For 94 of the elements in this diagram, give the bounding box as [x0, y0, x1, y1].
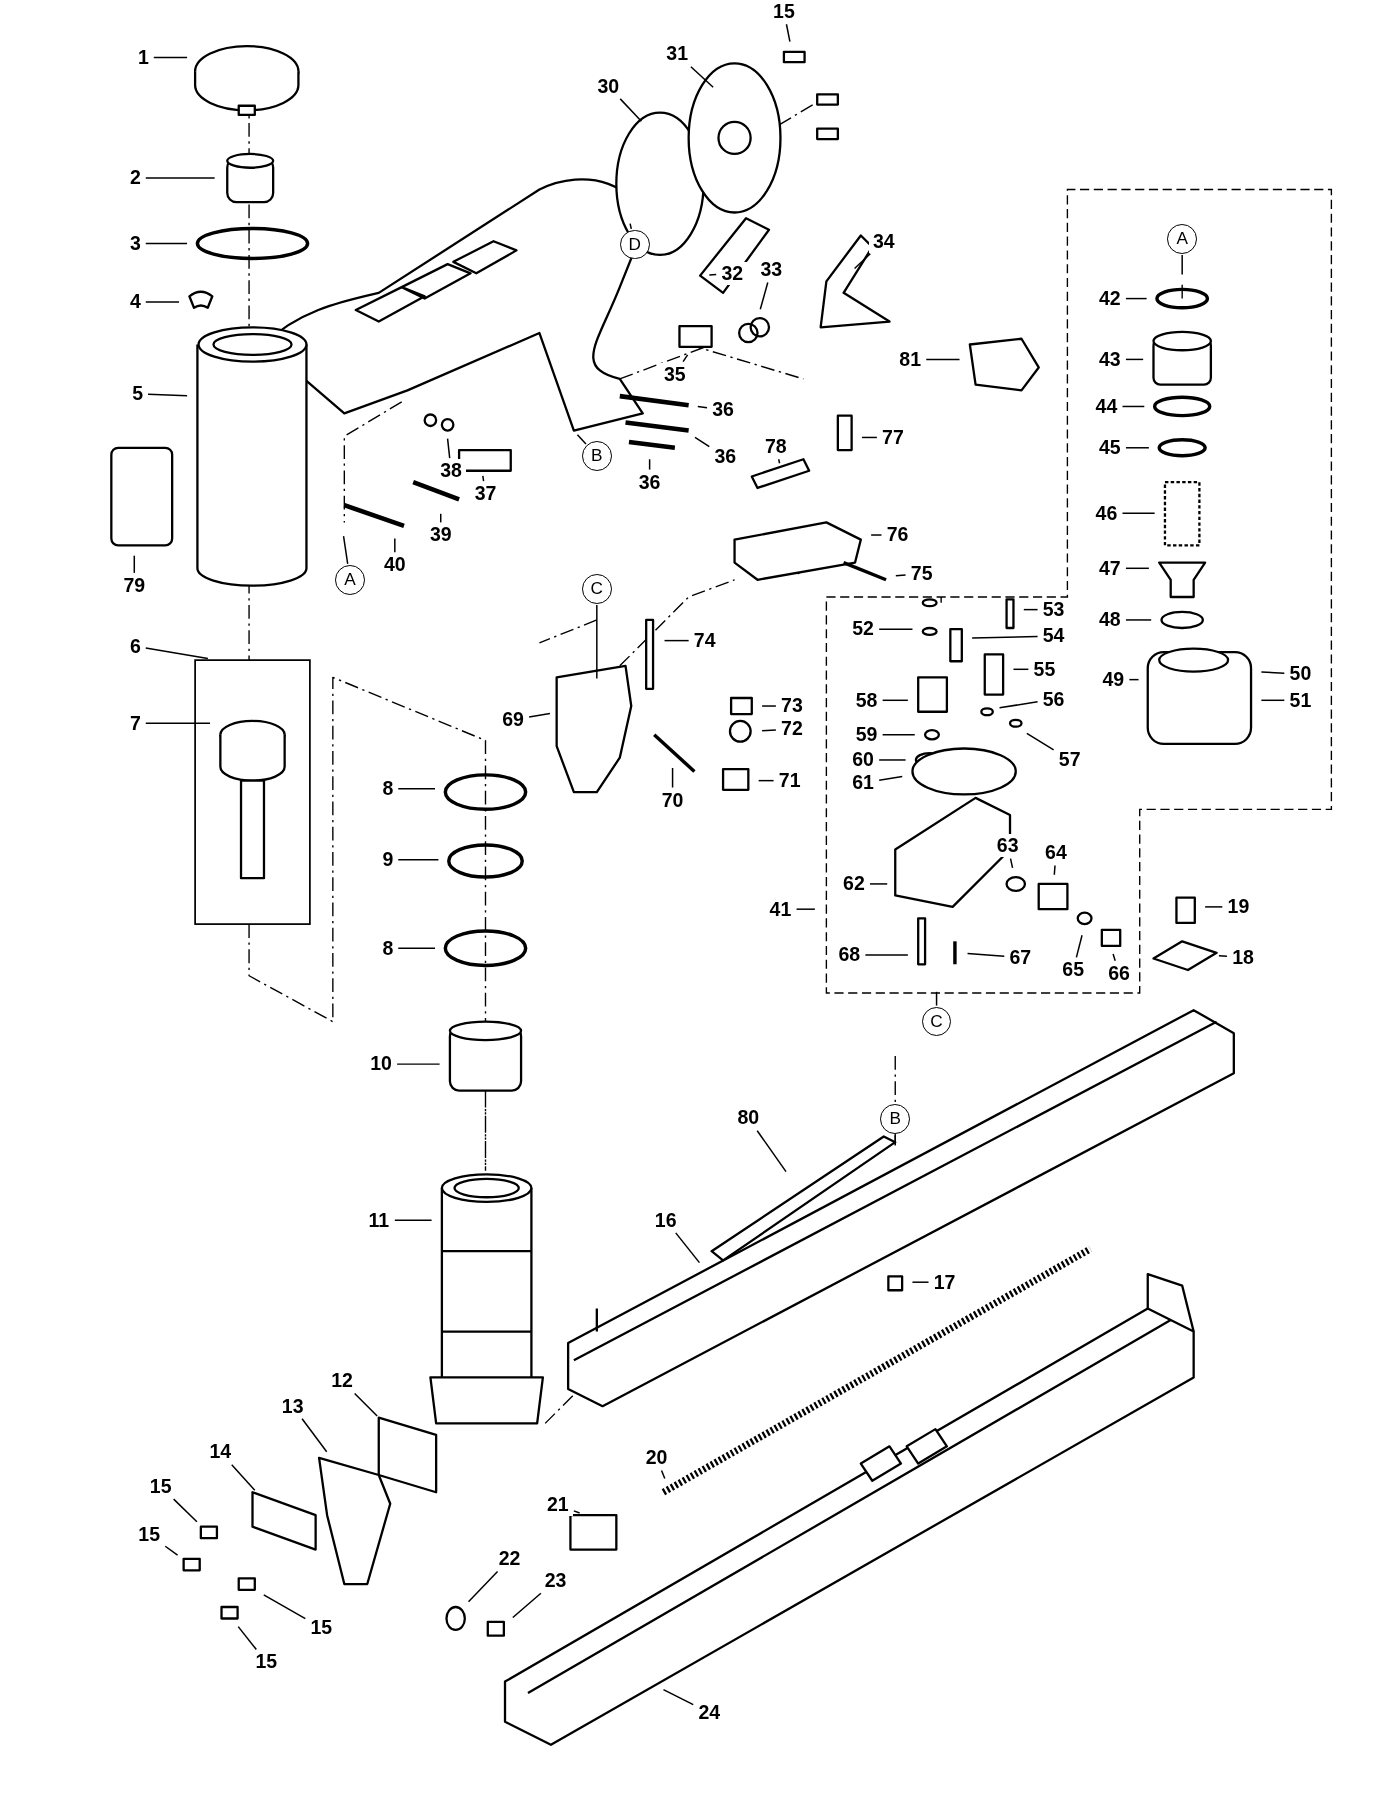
leader-line: [648, 458, 651, 471]
leader-line: [1121, 512, 1156, 514]
leader-line: [1125, 619, 1152, 621]
leader-line: [1012, 668, 1030, 671]
leader-line: [145, 647, 209, 660]
leader-line: [935, 991, 938, 1007]
reference-letter: C: [581, 573, 612, 604]
leader-line: [512, 1592, 542, 1619]
leader-line: [396, 1063, 441, 1065]
reference-letter: B: [880, 1104, 911, 1134]
leader-line: [971, 635, 1039, 639]
leader-line: [528, 712, 551, 718]
leader-line: [894, 1134, 896, 1146]
leader-line: [164, 1545, 179, 1556]
leader-line: [145, 722, 211, 724]
leader-line: [1112, 953, 1116, 962]
leader-line: [596, 604, 598, 680]
leader-line: [394, 537, 396, 553]
leader-line: [795, 908, 816, 910]
leader-line: [697, 405, 708, 409]
leader-line: [662, 1688, 694, 1706]
leader-line: [467, 1570, 499, 1603]
leader-line: [619, 98, 643, 122]
leader-line: [1009, 857, 1014, 869]
leader-line: [870, 534, 883, 536]
reference-letter: C: [921, 1006, 952, 1037]
leader-line: [864, 954, 909, 956]
leader-line: [342, 535, 349, 565]
leader-line: [153, 56, 188, 59]
leader-line: [145, 301, 180, 303]
leader-line: [1023, 608, 1039, 611]
leader-line: [925, 358, 961, 361]
leader-line: [629, 222, 633, 230]
leader-line: [394, 1219, 433, 1221]
leader-line: [966, 952, 1006, 957]
leader-line: [1125, 297, 1148, 300]
leader-line: [690, 66, 714, 89]
leader-line: [1121, 405, 1146, 408]
leader-line: [397, 859, 440, 861]
leader-line: [145, 177, 216, 179]
leader-line: [440, 513, 442, 524]
leader-line: [757, 779, 775, 782]
leader-line: [353, 1392, 378, 1417]
leader-line: [397, 787, 436, 790]
leader-line: [761, 705, 777, 707]
leader-line: [708, 273, 717, 276]
leader-line: [861, 436, 878, 439]
leader-line: [172, 1498, 198, 1523]
leader-line: [756, 1129, 787, 1173]
leader-line: [663, 639, 690, 642]
leader-line: [237, 1625, 258, 1651]
leader-line: [1053, 864, 1056, 876]
leader-line: [145, 242, 188, 245]
leader-line: [573, 1510, 581, 1514]
leader-line: [869, 883, 888, 885]
leader-line: [231, 1463, 256, 1492]
leader-line: [1125, 447, 1150, 449]
leader-line: [446, 437, 451, 459]
leader-line: [759, 281, 769, 311]
leader-line: [1181, 254, 1183, 276]
leader-line: [881, 699, 909, 702]
leader-line: [878, 759, 907, 761]
leader-line: [397, 947, 436, 949]
leader-line: [777, 458, 781, 465]
leader-line: [895, 574, 907, 577]
leader-line: [878, 628, 914, 630]
leader-line: [1075, 934, 1083, 959]
leader-line: [785, 23, 791, 43]
leader-line: [660, 1469, 666, 1480]
leader-line: [675, 1232, 701, 1264]
leader-line: [1026, 732, 1055, 751]
reference-letter: A: [1167, 223, 1198, 254]
leader-line: [263, 1594, 307, 1620]
leader-line: [1260, 699, 1286, 702]
leader-line: [1125, 567, 1150, 570]
leader-line: [482, 475, 485, 482]
leader-line: [911, 1281, 930, 1283]
leader-line: [1260, 671, 1286, 674]
leader-line: [1218, 954, 1228, 957]
leader-line: [301, 1418, 328, 1453]
leader-line: [853, 253, 872, 270]
reference-letter: B: [581, 440, 612, 471]
leader-line: [881, 733, 916, 736]
leader-line: [133, 554, 136, 574]
leader-line: [576, 434, 587, 445]
leader-line: [998, 701, 1039, 709]
leader-line: [878, 775, 903, 782]
leader-line: [694, 436, 711, 448]
leader-line: [682, 354, 689, 363]
leader-line: [1204, 906, 1224, 908]
leader-line: [761, 729, 777, 732]
leader-line: [671, 767, 674, 789]
leader-line: [147, 393, 188, 397]
reference-letter: A: [335, 564, 365, 595]
